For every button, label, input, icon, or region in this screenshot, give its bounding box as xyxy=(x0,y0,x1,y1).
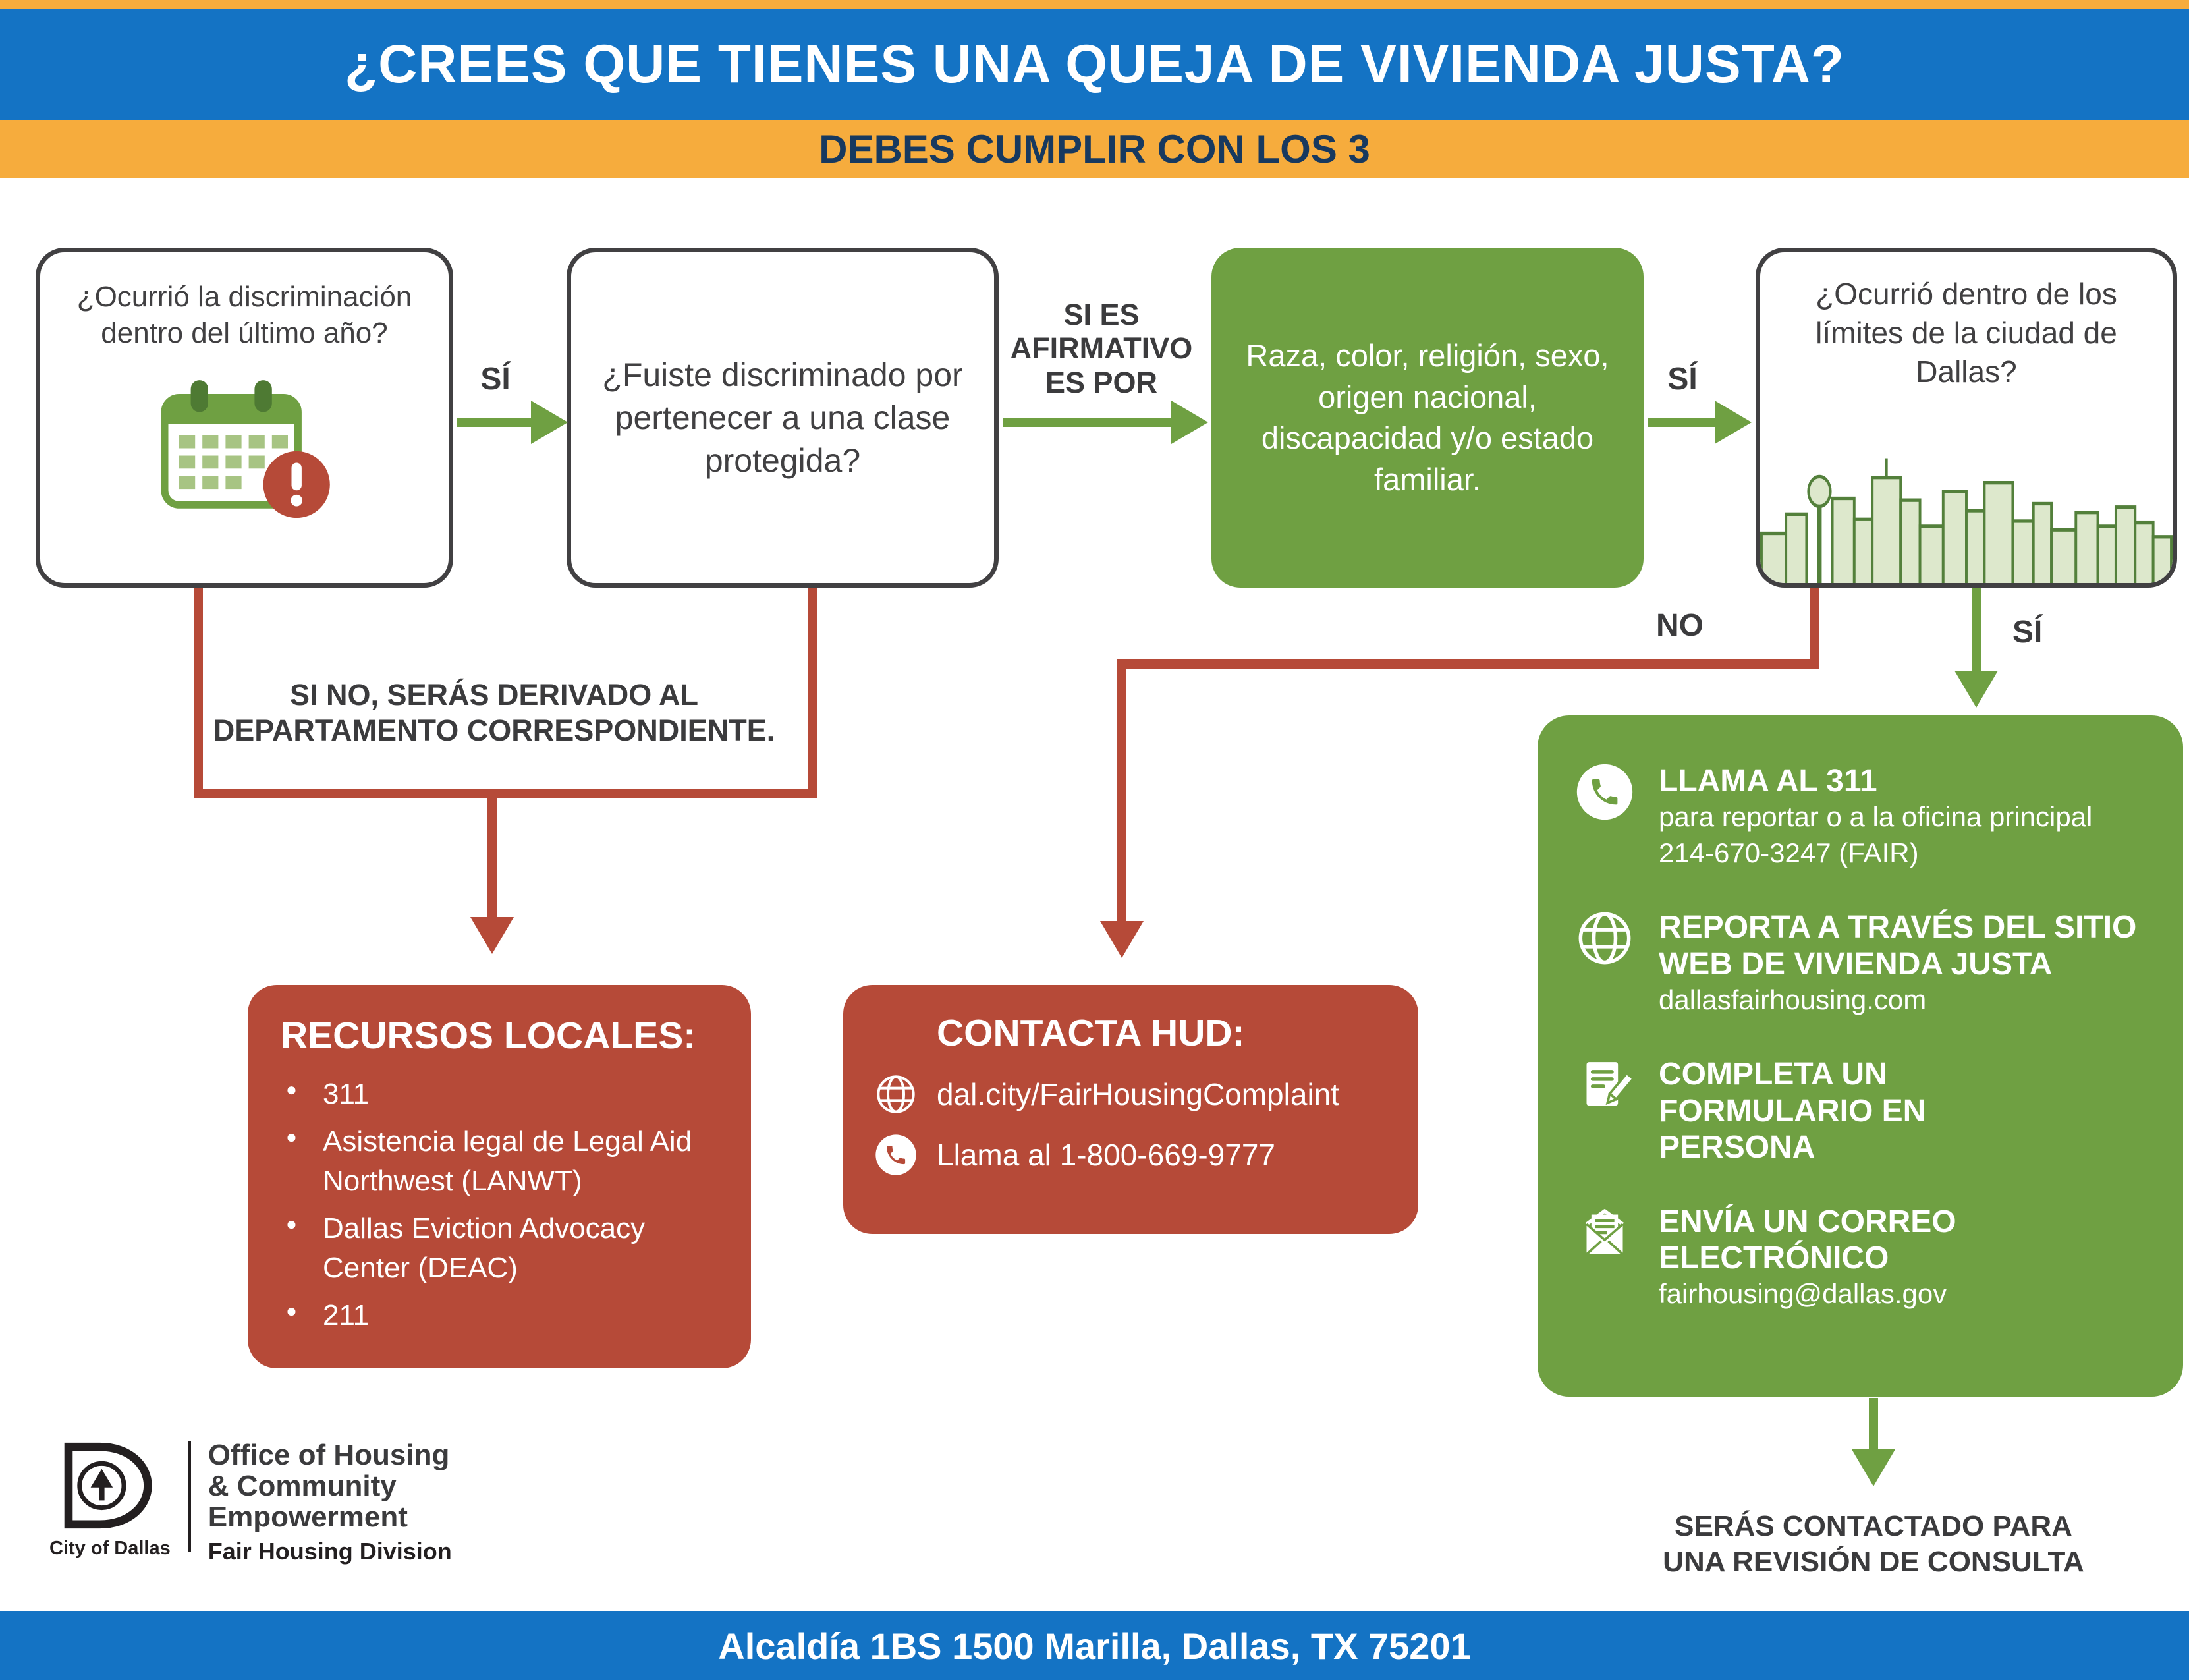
connector-no-box2 xyxy=(808,588,817,798)
si-label-2: SÍ xyxy=(1667,362,1698,397)
arrow-consult-head xyxy=(1852,1449,1895,1486)
city-of-dallas-logo xyxy=(59,1440,161,1535)
form-icon xyxy=(1574,1056,1635,1117)
org-division: Fair Housing Division xyxy=(208,1538,452,1565)
local-resources-list: 311 Asistencia legal de Legal Aid Northw… xyxy=(281,1075,718,1335)
report-option-phone: 214-670-3247 (FAIR) xyxy=(1659,837,1919,868)
calendar-alert-icon xyxy=(150,368,339,524)
hud-website-link[interactable]: dal.city/FairHousingComplaint xyxy=(937,1077,1340,1111)
question-text: ¿Fuiste discriminado por pertenecer a un… xyxy=(602,356,963,479)
question-box-city-limits: ¿Ocurrió dentro de los límites de la ciu… xyxy=(1756,248,2177,588)
report-option-in-person: COMPLETA UN FORMULARIO EN PERSONA xyxy=(1574,1056,2146,1165)
page-subtitle: DEBES CUMPLIR CON LOS 3 xyxy=(819,126,1370,171)
logo-divider xyxy=(187,1441,191,1552)
connector-no-box4-arrowhead xyxy=(1100,921,1144,958)
header-bar: ¿CREES QUE TIENES UNA QUEJA DE VIVIENDA … xyxy=(0,9,2189,120)
connector-no-box4-run xyxy=(1117,659,1819,669)
report-option-call-311: LLAMA AL 311 para reportar o a la oficin… xyxy=(1574,763,2146,871)
list-item: 311 xyxy=(281,1075,718,1113)
contact-hud-title: CONTACTA HUD: xyxy=(937,1012,1245,1054)
connector-no-box4-drop xyxy=(1810,588,1819,668)
connector-no-box4-stem xyxy=(1117,659,1126,923)
report-option-website: REPORTA A TRAVÉS DEL SITIO WEB DE VIVIEN… xyxy=(1574,909,2146,1018)
org-name-line: & Community xyxy=(208,1470,397,1503)
no-label: NO xyxy=(1656,608,1704,643)
subheader-bar: DEBES CUMPLIR CON LOS 3 xyxy=(0,120,2189,178)
connector-no-box1 xyxy=(194,588,203,798)
phone-icon xyxy=(1574,763,1635,824)
top-accent-bar xyxy=(0,0,2189,9)
logo-city-text: City of Dallas xyxy=(49,1538,171,1559)
affirmative-label: SI ES AFIRMATIVO ES POR xyxy=(1010,298,1193,399)
arrow-si-3-head xyxy=(1954,671,1998,708)
globe-icon xyxy=(1574,909,1635,970)
report-option-email: ENVÍA UN CORREO ELECTRÓNICO fairhousing@… xyxy=(1574,1204,2146,1312)
dallas-skyline-icon xyxy=(1760,446,2173,583)
arrow-affirmative xyxy=(1003,418,1174,427)
connector-no-bracket xyxy=(194,789,817,798)
question-text: ¿Ocurrió dentro de los límites de la ciu… xyxy=(1815,277,2117,389)
arrow-si-1 xyxy=(457,418,534,427)
protected-classes-text: Raza, color, religión, sexo, origen naci… xyxy=(1246,338,1609,497)
fair-housing-email-link[interactable]: fairhousing@dallas.gov xyxy=(1659,1278,1947,1310)
page-title: ¿CREES QUE TIENES UNA QUEJA DE VIVIENDA … xyxy=(344,34,1845,94)
email-icon xyxy=(1574,1204,1635,1264)
contact-hud-card: CONTACTA HUD: dal.city/FairHousingCompla… xyxy=(843,985,1418,1234)
protected-classes-box: Raza, color, religión, sexo, origen naci… xyxy=(1211,248,1644,588)
arrow-si-3 xyxy=(1972,588,1981,673)
report-option-title: REPORTA A TRAVÉS DEL SITIO WEB DE VIVIEN… xyxy=(1659,910,2137,982)
question-box-timeframe: ¿Ocurrió la discriminación dentro del úl… xyxy=(36,248,453,588)
arrow-consult xyxy=(1869,1398,1878,1453)
report-option-title: COMPLETA UN FORMULARIO EN PERSONA xyxy=(1659,1057,1926,1165)
referral-note: SI NO, SERÁS DERIVADO AL DEPARTAMENTO CO… xyxy=(213,678,775,747)
report-options-card: LLAMA AL 311 para reportar o a la oficin… xyxy=(1538,715,2183,1397)
arrow-si-1-head xyxy=(531,401,568,444)
local-resources-title: RECURSOS LOCALES: xyxy=(281,1015,696,1057)
footer-bar: Alcaldía 1BS 1500 Marilla, Dallas, TX 75… xyxy=(0,1611,2189,1680)
footer-address: Alcaldía 1BS 1500 Marilla, Dallas, TX 75… xyxy=(718,1625,1471,1667)
report-option-detail: para reportar o a la oficina principal xyxy=(1659,801,2093,833)
list-item: 211 xyxy=(281,1296,718,1335)
report-option-title: ENVÍA UN CORREO ELECTRÓNICO xyxy=(1659,1204,1956,1276)
question-text: ¿Ocurrió la discriminación dentro del úl… xyxy=(76,281,412,349)
question-box-protected-class: ¿Fuiste discriminado por pertenecer a un… xyxy=(567,248,999,588)
arrow-si-2 xyxy=(1648,418,1717,427)
phone-icon xyxy=(875,1134,917,1176)
hud-phone-number: Llama al 1-800-669-9777 xyxy=(937,1138,1276,1172)
logo-block: City of Dallas Office of Housing & Commu… xyxy=(49,1440,452,1565)
hud-website-row: dal.city/FairHousingComplaint xyxy=(875,1073,1387,1115)
fair-housing-website-link[interactable]: dallasfairhousing.com xyxy=(1659,984,1927,1015)
org-name-line: Office of Housing xyxy=(208,1439,450,1471)
arrow-affirmative-head xyxy=(1171,401,1208,444)
consultation-note: SERÁS CONTACTADO PARA UNA REVISIÓN DE CO… xyxy=(1663,1510,2084,1578)
globe-icon xyxy=(875,1073,917,1115)
si-label-3: SÍ xyxy=(2012,615,2043,650)
local-resources-card: RECURSOS LOCALES: 311 Asistencia legal d… xyxy=(248,985,751,1368)
connector-no-arrowhead xyxy=(470,917,514,954)
org-name-line: Empowerment xyxy=(208,1501,408,1534)
list-item: Dallas Eviction Advocacy Center (DEAC) xyxy=(281,1209,718,1287)
connector-no-stem xyxy=(487,797,497,919)
si-label-1: SÍ xyxy=(480,362,511,397)
list-item: Asistencia legal de Legal Aid Northwest … xyxy=(281,1122,718,1200)
report-option-title: LLAMA AL 311 xyxy=(1659,764,1877,798)
hud-phone-row: Llama al 1-800-669-9777 xyxy=(875,1134,1387,1176)
arrow-si-2-head xyxy=(1715,401,1752,444)
